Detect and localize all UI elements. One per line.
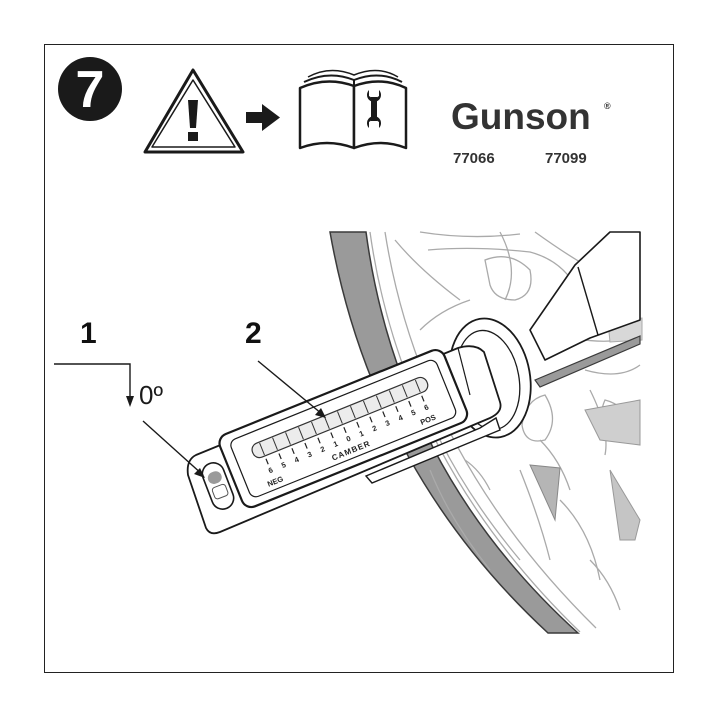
callout-1: 1 0º (54, 317, 205, 478)
scale-tick (343, 427, 347, 434)
illustration-frame (44, 44, 674, 673)
step-number: 7 (76, 61, 105, 119)
scale-tick (369, 416, 373, 423)
scale-tick (265, 458, 269, 465)
angle-label: 0º (139, 380, 163, 410)
scale-tick (382, 411, 386, 418)
callout-2-arrowhead (315, 408, 326, 418)
scale-cell-divider (285, 432, 291, 445)
scale-cell-divider (362, 400, 369, 414)
callout-number-1: 1 (80, 317, 97, 350)
scale-tick (278, 453, 282, 460)
warning-triangle-icon (143, 68, 245, 154)
scale-number: 5 (410, 408, 417, 418)
scale-tick (421, 395, 425, 402)
arrow-down-icon (126, 396, 134, 407)
scale-tick (291, 448, 295, 455)
scale-number: 6 (423, 402, 430, 412)
brand-name: Gunson (451, 96, 591, 137)
scale-cell-divider (414, 379, 421, 393)
scale-tick (304, 442, 308, 449)
scale-cell-divider (401, 385, 408, 398)
model-number-1: 77066 (453, 150, 495, 167)
step-badge-circle (58, 57, 122, 121)
brand-block: Gunson ® 77066 77099 (451, 96, 611, 167)
scale-tick (356, 421, 360, 428)
scale-tick (330, 432, 334, 439)
scale-number: 2 (319, 444, 326, 454)
scale-number: 3 (306, 450, 313, 460)
manual-book-icon (298, 69, 408, 150)
scale-number: 5 (280, 460, 287, 470)
scale-number: 4 (397, 413, 405, 423)
scale-number: 3 (384, 418, 391, 428)
scale-number: 4 (293, 455, 301, 465)
callout-1-arrowhead (194, 468, 205, 478)
wrench-icon (367, 90, 382, 128)
callout-number-2: 2 (245, 317, 262, 350)
bubble-level (201, 462, 235, 510)
scale-cell-divider (311, 421, 317, 435)
scale-cell-divider (298, 427, 304, 440)
scale-cell-divider (388, 390, 395, 403)
scale-cell-divider (259, 442, 265, 456)
scale-number: 0 (345, 434, 352, 444)
arrow-right-icon (246, 104, 280, 131)
scale-cell-divider (337, 411, 343, 424)
model-number-2: 77099 (545, 150, 587, 167)
wheel (329, 231, 643, 634)
scale-tick (317, 437, 321, 444)
scale-number: 6 (267, 465, 274, 475)
scale-tick (395, 406, 399, 413)
scale-number: 1 (358, 429, 365, 439)
callout-2: 2 (245, 317, 326, 418)
scale-cell-divider (272, 437, 278, 450)
registered-mark: ® (604, 101, 611, 111)
step-badge: 7 (58, 57, 122, 121)
scale-tick (408, 400, 412, 407)
scale-number: 1 (332, 439, 339, 449)
scale-cell-divider (350, 406, 356, 419)
scale-number: 2 (371, 423, 378, 433)
scale-cell-divider (375, 395, 382, 408)
scale-cell-divider (324, 416, 330, 429)
gauge-foot (364, 416, 501, 484)
